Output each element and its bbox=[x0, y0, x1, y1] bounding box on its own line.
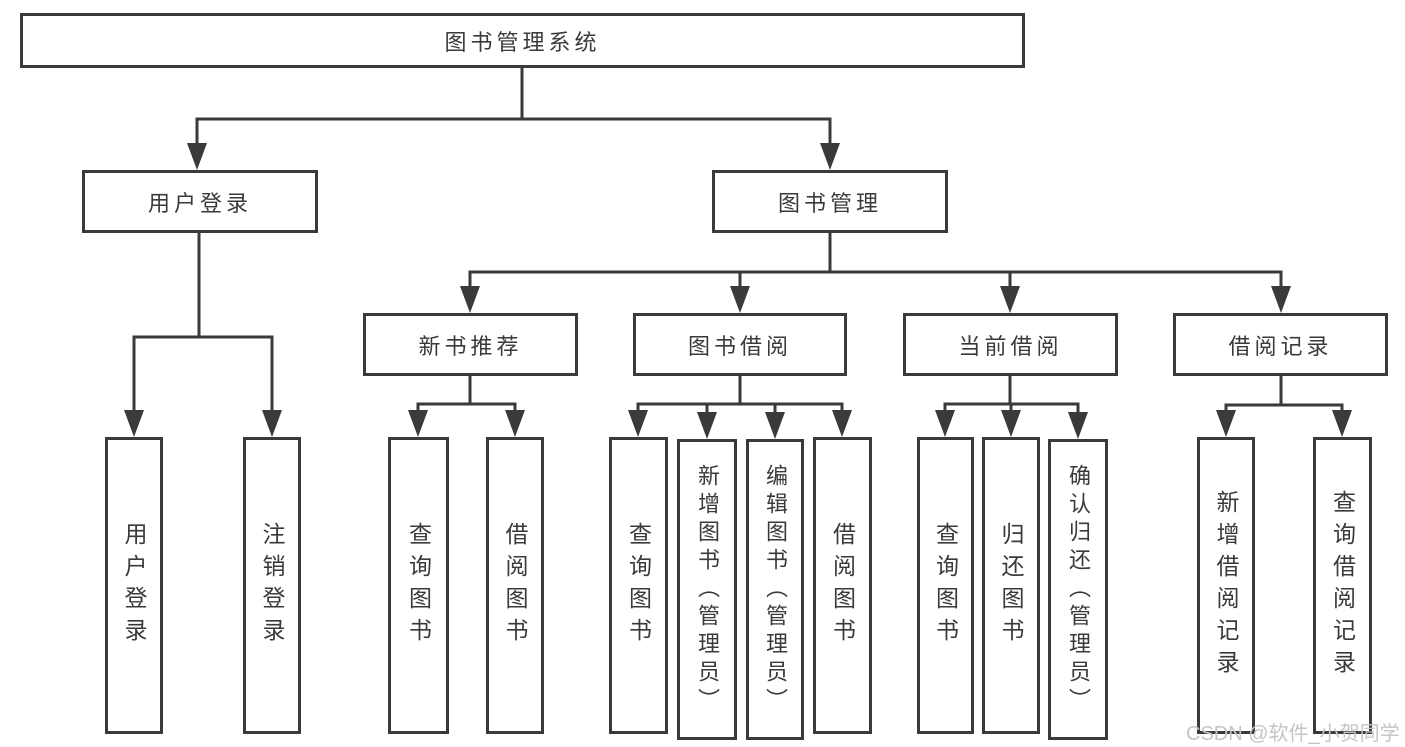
leaf-borrow-books-recommend: 借阅图书 bbox=[486, 437, 544, 734]
leaf-user-login: 用户登录 bbox=[105, 437, 163, 734]
connector-login-children bbox=[124, 231, 282, 437]
leaf-edit-book-admin: 编辑图书（管理员） bbox=[746, 439, 804, 740]
connector-bookmgmt-to-level3 bbox=[460, 231, 1291, 313]
connector-root-to-level2 bbox=[187, 66, 840, 170]
node-new-book-recommend: 新书推荐 bbox=[363, 313, 578, 376]
leaf-return-book: 归还图书 bbox=[982, 437, 1040, 734]
node-book-borrow: 图书借阅 bbox=[633, 313, 847, 376]
leaf-borrow-books: 借阅图书 bbox=[813, 437, 872, 734]
node-borrow-records: 借阅记录 bbox=[1173, 313, 1388, 376]
node-current-borrow: 当前借阅 bbox=[903, 313, 1118, 376]
leaf-query-books-recommend: 查询图书 bbox=[388, 437, 449, 734]
leaf-query-books-borrow: 查询图书 bbox=[609, 437, 668, 734]
leaf-add-borrow-record: 新增借阅记录 bbox=[1197, 437, 1255, 734]
watermark: CSDN @软件_小贺同学 bbox=[1186, 723, 1400, 745]
leaf-query-books-current: 查询图书 bbox=[917, 437, 974, 734]
node-book-management: 图书管理 bbox=[712, 170, 948, 233]
leaf-confirm-return-admin: 确认归还（管理员） bbox=[1048, 439, 1108, 740]
leaf-logout: 注销登录 bbox=[243, 437, 301, 734]
connector-current-children bbox=[935, 374, 1088, 439]
leaf-query-borrow-record: 查询借阅记录 bbox=[1313, 437, 1372, 734]
connector-recommend-children bbox=[408, 374, 525, 437]
node-library-system: 图书管理系统 bbox=[20, 13, 1025, 68]
leaf-add-book-admin: 新增图书（管理员） bbox=[677, 439, 737, 740]
connector-borrow-children bbox=[628, 374, 852, 439]
connector-records-children bbox=[1216, 374, 1352, 437]
node-user-login: 用户登录 bbox=[82, 170, 318, 233]
